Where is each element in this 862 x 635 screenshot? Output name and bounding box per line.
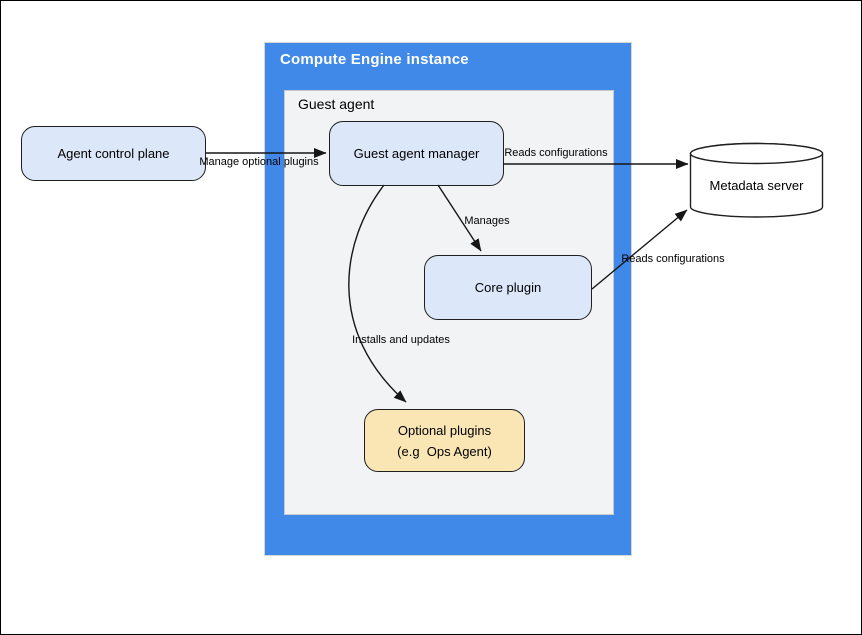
guest-agent-manager-label: Guest agent manager: [353, 146, 480, 161]
agent-control-plane-label: Agent control plane: [57, 146, 170, 161]
optional-plugins-label-line2: (e.g Ops Agent): [397, 443, 492, 459]
optional-plugins-node: Optional plugins (e.g Ops Agent): [364, 409, 525, 472]
database-cylinder-icon: [689, 142, 824, 218]
compute-engine-instance-title: Compute Engine instance: [280, 51, 469, 68]
edge-label-manage-optional-plugins: Manage optional plugins: [199, 156, 319, 168]
agent-control-plane-node: Agent control plane: [21, 126, 206, 181]
core-plugin-label: Core plugin: [474, 280, 542, 295]
edge-label-manages: Manages: [464, 215, 510, 227]
edge-label-installs-and-updates: Installs and updates: [352, 334, 450, 346]
metadata-server-node: Metadata server: [689, 142, 824, 219]
compute-engine-instance-container: Compute Engine instance Guest agent Gues…: [264, 42, 632, 556]
optional-plugins-label-line1: Optional plugins: [397, 422, 492, 438]
guest-agent-container: Guest agent Guest agent manager Core plu…: [284, 90, 614, 515]
edge-label-reads-configurations-manager: Reads configurations: [504, 147, 608, 159]
core-plugin-node: Core plugin: [424, 255, 592, 320]
metadata-server-label: Metadata server: [709, 178, 804, 193]
guest-agent-manager-node: Guest agent manager: [329, 121, 504, 186]
guest-agent-title: Guest agent: [298, 96, 375, 112]
edge-label-reads-configurations-core: Reads configurations: [621, 253, 725, 265]
